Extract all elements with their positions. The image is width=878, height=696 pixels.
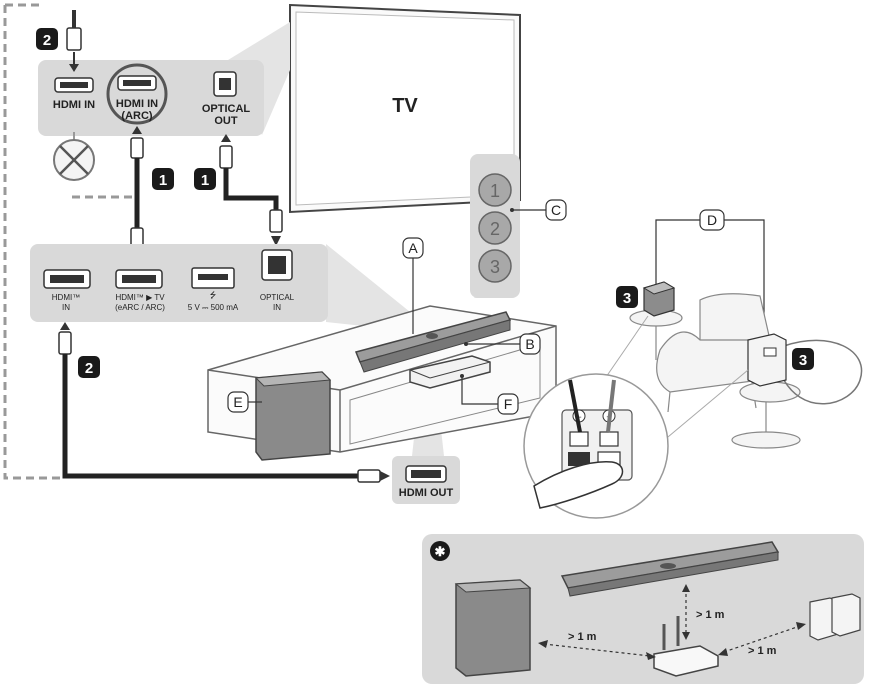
finger-icon — [533, 461, 624, 509]
tv-hdmi-arc-label-1: HDMI IN — [116, 98, 158, 110]
callout-f: F — [460, 374, 519, 415]
soundbar-panel-zoom-wedge — [326, 244, 420, 332]
note-soundbar — [560, 541, 780, 597]
distance-label-top: > 1 m — [696, 609, 725, 621]
soundbar — [354, 311, 512, 373]
tv: TV — [289, 3, 521, 214]
svg-text:C: C — [551, 202, 561, 218]
distance-arrow-right — [723, 625, 801, 653]
step-badge-2-top: 2 — [36, 28, 58, 50]
tv-optical-out-label-2: OUT — [214, 115, 238, 127]
tv-hdmi-in-label: HDMI IN — [53, 99, 95, 111]
svg-text:3: 3 — [799, 352, 807, 369]
rear-speaker-left — [642, 281, 676, 317]
hdmi-input-cable — [58, 322, 390, 483]
dashed-cable-path — [3, 5, 60, 480]
step-badge-1-right: 1 — [194, 168, 216, 190]
armchair — [699, 293, 771, 351]
svg-text:A: A — [408, 240, 418, 256]
tv-arc-highlight-circle — [106, 63, 168, 125]
callout-b: B — [464, 333, 541, 355]
soundbar-usb-label: 5 V ⎓ 500 mA — [188, 303, 239, 312]
hdmi-plug-top — [66, 10, 82, 72]
note-marker: ✱ — [435, 544, 446, 559]
note-receiver — [653, 616, 719, 677]
distance-label-right: > 1 m — [748, 645, 777, 657]
step-badge-3-left: 3 — [616, 286, 638, 308]
tv-label: TV — [392, 95, 418, 117]
soundbar-optical-in-label-1: OPTICAL — [260, 293, 295, 302]
svg-text:D: D — [707, 212, 717, 228]
usb-icon: ⭍ — [210, 291, 217, 300]
remote-button-2: 2 — [478, 211, 512, 245]
note-marker-icon — [430, 541, 450, 561]
tv-optical-out-label-1: OPTICAL — [202, 103, 251, 115]
svg-text:F: F — [504, 396, 513, 412]
callout-a: A — [402, 237, 424, 334]
callout-c: C — [510, 199, 567, 221]
step-badge-3-right: 3 — [792, 348, 814, 370]
remote-button-1: 1 — [478, 173, 512, 207]
distance-label-left: > 1 m — [568, 631, 597, 643]
placement-note-panel: ✱ > 1 m > 1 m — [422, 534, 864, 684]
note-rear-speakers — [809, 593, 861, 641]
speaker-terminal-zoom: − + — [523, 373, 669, 519]
callout-d: D — [655, 209, 765, 338]
soundbar-hdmi-tv-label-2: (eARC / ARC) — [115, 303, 165, 312]
svg-text:B: B — [525, 336, 534, 352]
optical-cable — [219, 134, 283, 246]
svg-text:E: E — [233, 394, 242, 410]
svg-text:2: 2 — [490, 219, 500, 239]
callout-e: E — [227, 391, 262, 413]
remote-button-panel: 1 2 3 — [470, 154, 520, 298]
note-subwoofer — [454, 579, 532, 677]
hdmi-arc-cable — [130, 126, 144, 262]
rear-speaker-scene: 3 3 − + — [523, 281, 863, 519]
tv-hdmi-arc-label-2: (ARC) — [121, 110, 152, 122]
svg-text:1: 1 — [159, 172, 167, 189]
svg-text:1: 1 — [490, 181, 500, 201]
source-hdmi-out-panel: HDMI OUT — [392, 456, 460, 504]
soundbar-port-panel: HDMI™ IN HDMI™ ▶ TV (eARC / ARC) ⭍ 5 V ⎓… — [30, 244, 328, 322]
svg-text:1: 1 — [201, 172, 209, 189]
rear-speaker-right — [747, 333, 787, 387]
svg-text:3: 3 — [623, 290, 631, 307]
svg-text:2: 2 — [85, 360, 93, 377]
soundbar-hdmi-tv-label-1: HDMI™ ▶ TV — [115, 293, 165, 302]
svg-text:2: 2 — [43, 32, 51, 49]
step-badge-1-left: 1 — [152, 168, 174, 190]
no-connect-icon — [53, 132, 95, 181]
svg-text:3: 3 — [490, 257, 500, 277]
soundbar-optical-in-label-2: IN — [273, 303, 281, 312]
remote-button-3: 3 — [478, 249, 512, 283]
soundbar-hdmi-in-label-1: HDMI™ — [52, 293, 80, 302]
wireless-receiver — [409, 355, 491, 389]
source-hdmi-out-label: HDMI OUT — [399, 487, 454, 499]
soundbar-hdmi-in-label-2: IN — [62, 303, 70, 312]
step-badge-2-bottom: 2 — [78, 356, 100, 378]
tv-port-panel: HDMI IN HDMI IN (ARC) OPTICAL OUT — [38, 60, 264, 136]
subwoofer — [254, 371, 332, 461]
